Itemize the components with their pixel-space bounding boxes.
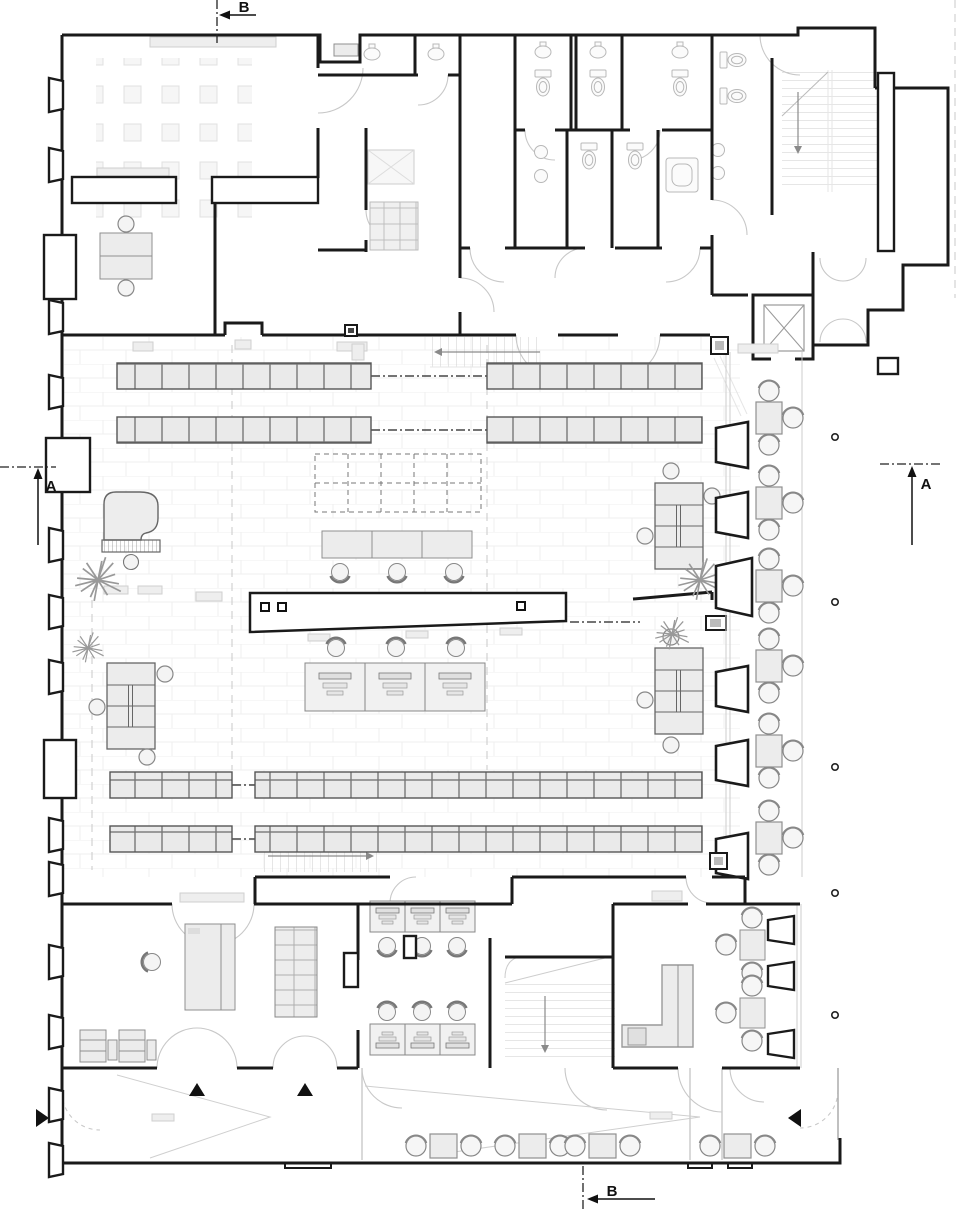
- hall-top-mats: [132, 339, 779, 903]
- info-counter: [195, 590, 727, 642]
- walls-interior: [62, 35, 815, 1070]
- terrace: [36, 1068, 801, 1160]
- section-marker-top: B: [216, 0, 256, 46]
- grand-piano: [101, 491, 163, 595]
- section-label-top: B: [239, 0, 250, 16]
- entry-arrow-right: [788, 1109, 801, 1127]
- entry-triangle-left: [189, 1083, 205, 1096]
- right-colonnade: [714, 352, 839, 1140]
- restrooms: [333, 41, 747, 193]
- section-marker-left: A: [0, 466, 57, 545]
- section-label-bottom: B: [607, 1183, 618, 1200]
- entry-arrow-left: [36, 1109, 49, 1127]
- reading-tables: [321, 530, 473, 584]
- section-label-left: A: [46, 478, 57, 495]
- stairs-bottom-middle: [504, 955, 615, 1064]
- section-label-right: A: [921, 476, 932, 493]
- stairs-hall-top: [430, 337, 542, 368]
- stairs-top-right: [781, 70, 878, 192]
- walls-exterior: [60, 26, 950, 1169]
- entry-triangle-right: [297, 1083, 313, 1096]
- lockers: [79, 1029, 157, 1063]
- library-shelving: [109, 362, 703, 853]
- computer-room: [369, 900, 476, 1056]
- section-marker-right: A: [880, 463, 940, 545]
- reference-lines: [91, 0, 956, 870]
- elevator: [751, 293, 815, 361]
- wall-markers: [344, 324, 729, 870]
- cafe: [621, 906, 796, 1060]
- skylight-grid: [314, 453, 482, 513]
- office-top-left: [99, 215, 153, 297]
- section-marker-bottom: B: [582, 1166, 655, 1210]
- wall-slabs-and-piers: [42, 71, 900, 1179]
- hall-computer-desks: [304, 636, 486, 712]
- room-bottom-left: [79, 923, 318, 1063]
